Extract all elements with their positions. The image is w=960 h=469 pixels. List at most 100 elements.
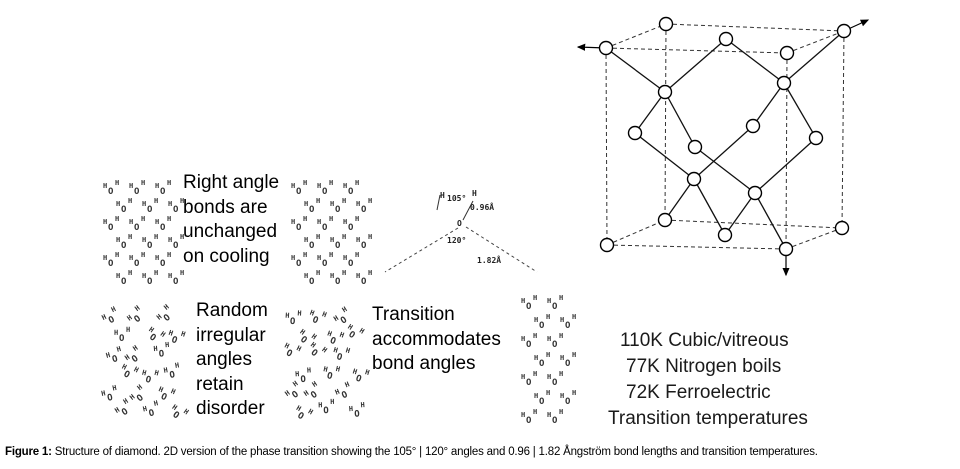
svg-text:H: H xyxy=(343,254,347,262)
svg-text:O: O xyxy=(144,375,152,386)
svg-text:H: H xyxy=(120,363,127,372)
svg-text:O: O xyxy=(322,187,328,197)
svg-text:O: O xyxy=(119,334,125,344)
lattice-edge-dashed xyxy=(605,47,608,246)
svg-text:H: H xyxy=(320,346,328,355)
water-molecule-icon: OHH xyxy=(126,304,144,325)
svg-text:H: H xyxy=(344,380,351,389)
svg-text:H: H xyxy=(334,388,341,397)
svg-text:H: H xyxy=(182,408,190,417)
svg-text:O: O xyxy=(169,370,177,381)
svg-text:O: O xyxy=(526,302,532,312)
svg-text:H: H xyxy=(330,398,334,406)
svg-text:H: H xyxy=(155,218,159,226)
water-molecule-icon: OHH xyxy=(123,344,141,365)
svg-text:H: H xyxy=(338,331,345,340)
svg-text:H: H xyxy=(326,329,333,338)
svg-text:H: H xyxy=(521,297,525,305)
svg-text:H: H xyxy=(155,313,163,322)
lattice-edge-dashed xyxy=(606,244,787,250)
svg-text:O: O xyxy=(296,411,306,423)
svg-text:H: H xyxy=(368,233,372,241)
atom-o: O xyxy=(457,219,462,228)
carbon-atom xyxy=(627,125,643,141)
svg-text:O: O xyxy=(348,187,354,197)
svg-text:H: H xyxy=(317,218,321,226)
lattice-edge-dashed xyxy=(664,23,667,221)
carbon-bond xyxy=(605,47,666,93)
oh-bond-right xyxy=(462,200,474,221)
svg-text:H: H xyxy=(153,399,159,408)
svg-text:H: H xyxy=(292,380,300,389)
svg-text:O: O xyxy=(552,378,558,388)
transition-temperatures-list: 110K Cubic/vitreous 77K Nitrogen boils 7… xyxy=(608,328,808,432)
svg-text:H: H xyxy=(168,236,172,244)
svg-text:H: H xyxy=(170,403,178,412)
label-line: irregular xyxy=(196,324,266,346)
svg-text:H: H xyxy=(103,254,107,262)
svg-text:H: H xyxy=(163,366,169,375)
svg-text:H: H xyxy=(165,341,170,349)
svg-text:O: O xyxy=(173,205,179,215)
svg-text:O: O xyxy=(160,187,166,197)
svg-text:H: H xyxy=(167,179,171,187)
svg-text:H: H xyxy=(154,269,158,277)
svg-text:H: H xyxy=(115,215,119,223)
svg-text:H: H xyxy=(155,254,159,262)
carbon-bond xyxy=(664,38,727,93)
svg-text:H: H xyxy=(126,326,130,334)
svg-text:O: O xyxy=(526,416,532,426)
svg-text:H: H xyxy=(330,236,334,244)
svg-text:H: H xyxy=(547,373,551,381)
svg-text:H: H xyxy=(546,389,550,397)
carbon-bond xyxy=(752,82,785,127)
svg-text:H: H xyxy=(310,332,318,341)
svg-text:H: H xyxy=(295,404,303,413)
svg-text:H: H xyxy=(295,370,300,378)
svg-text:O: O xyxy=(322,223,328,233)
svg-text:H: H xyxy=(342,233,346,241)
svg-text:H: H xyxy=(360,401,365,409)
svg-text:H: H xyxy=(560,316,564,324)
svg-text:O: O xyxy=(335,205,341,215)
svg-text:H: H xyxy=(572,313,576,321)
carbon-bond xyxy=(693,125,754,180)
svg-text:O: O xyxy=(130,353,141,365)
svg-text:H: H xyxy=(129,182,133,190)
svg-text:H: H xyxy=(304,200,308,208)
svg-text:O: O xyxy=(170,335,179,346)
svg-text:H: H xyxy=(559,294,563,302)
lattice-edge-dashed xyxy=(841,30,845,229)
svg-text:H: H xyxy=(546,351,550,359)
svg-text:H: H xyxy=(168,329,175,338)
carbon-bond xyxy=(634,132,695,180)
svg-text:O: O xyxy=(147,332,158,344)
caption-label: Figure 1: xyxy=(5,446,52,458)
label-line: bonds are xyxy=(183,196,268,218)
svg-text:O: O xyxy=(173,277,179,287)
carbon-atom xyxy=(657,212,673,228)
svg-text:O: O xyxy=(335,352,343,363)
svg-text:H: H xyxy=(115,179,119,187)
temperature-item: 110K Cubic/vitreous xyxy=(620,330,789,351)
svg-text:H: H xyxy=(110,305,117,314)
svg-text:H: H xyxy=(546,313,550,321)
water-molecule-icon: OHH xyxy=(302,380,319,401)
carbon-bond xyxy=(634,91,666,134)
